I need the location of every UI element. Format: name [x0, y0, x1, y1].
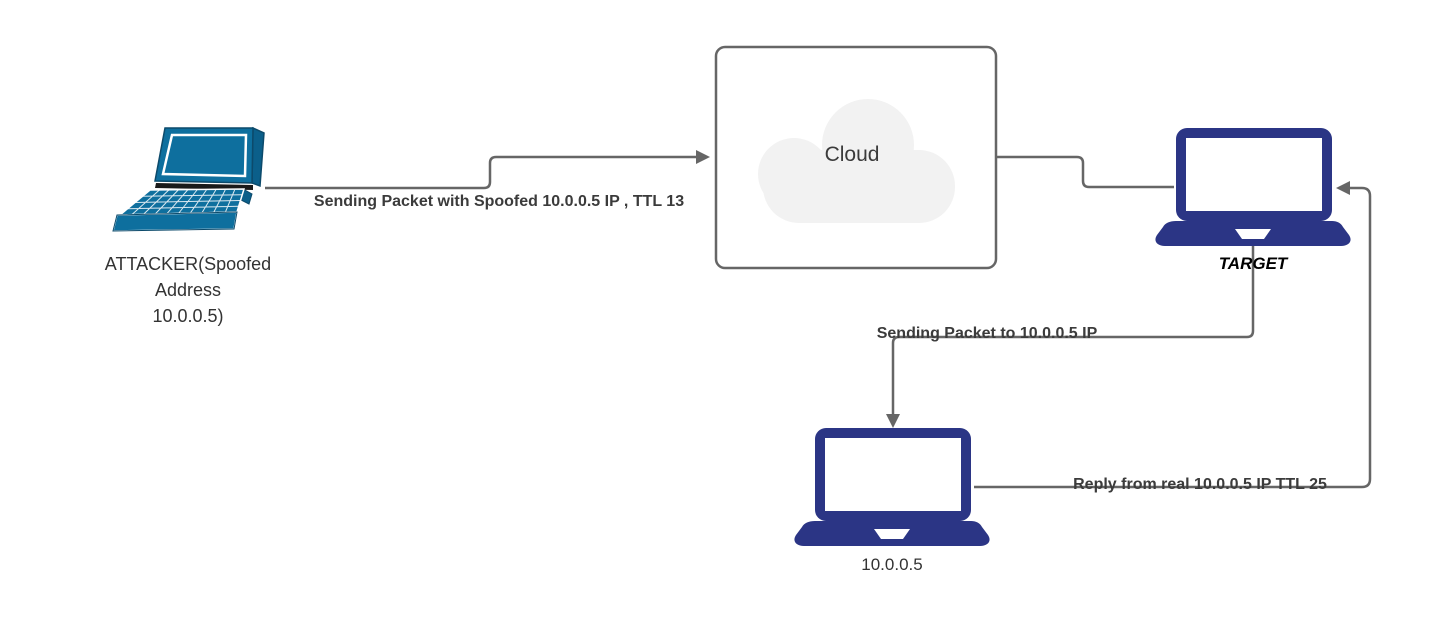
cloud-icon-base [763, 150, 955, 223]
edge-label-attacker-to-cloud: Sending Packet with Spoofed 10.0.0.5 IP … [313, 193, 685, 210]
attacker-laptop-hinge [155, 183, 253, 190]
attacker-laptop-keyboard-grid [127, 189, 243, 216]
arrowhead-target-to-real-host [886, 414, 900, 428]
target-node-label: TARGET [1218, 254, 1288, 273]
real-host-node-label: 10.0.0.5 [861, 555, 923, 574]
attacker-node-label: ATTACKER(Spoofed Address 10.0.0.5) [105, 251, 271, 329]
real-host-laptop-icon [794, 428, 990, 546]
target-laptop-icon [1155, 128, 1351, 246]
edge-real-host-to-target [974, 186, 1372, 489]
laptop-screen [1186, 138, 1322, 211]
edge-label-target-to-real-host: Sending Packet to 10.0.0.5 IP [876, 325, 1098, 342]
attacker-laptop-screen-trim [161, 133, 248, 178]
attacker-laptop-lid-side [251, 126, 265, 188]
attacker-laptop-lid [154, 127, 254, 184]
attacker-label-line2: Address [154, 280, 222, 300]
attacker-label-line3: 10.0.0.5) [152, 306, 224, 326]
cloud-node-label: Cloud [824, 143, 880, 166]
attacker-laptop-front-outline [112, 211, 238, 232]
arrowhead-attacker-to-cloud [696, 150, 710, 164]
attacker-laptop-icon [112, 126, 265, 232]
edge-attacker-to-cloud [265, 155, 697, 190]
edge-target-to-real-host [891, 246, 1255, 415]
edge-label-real-host-to-target: Reply from real 10.0.0.5 IP TTL 25 [1073, 476, 1327, 493]
laptop-trackpad-notch [1235, 229, 1271, 239]
edge-cloud-to-target [996, 155, 1174, 189]
cloud-icon [758, 99, 955, 223]
attacker-label-line1: ATTACKER(Spoofed [104, 254, 272, 274]
arrowhead-real-host-to-target [1336, 181, 1350, 195]
